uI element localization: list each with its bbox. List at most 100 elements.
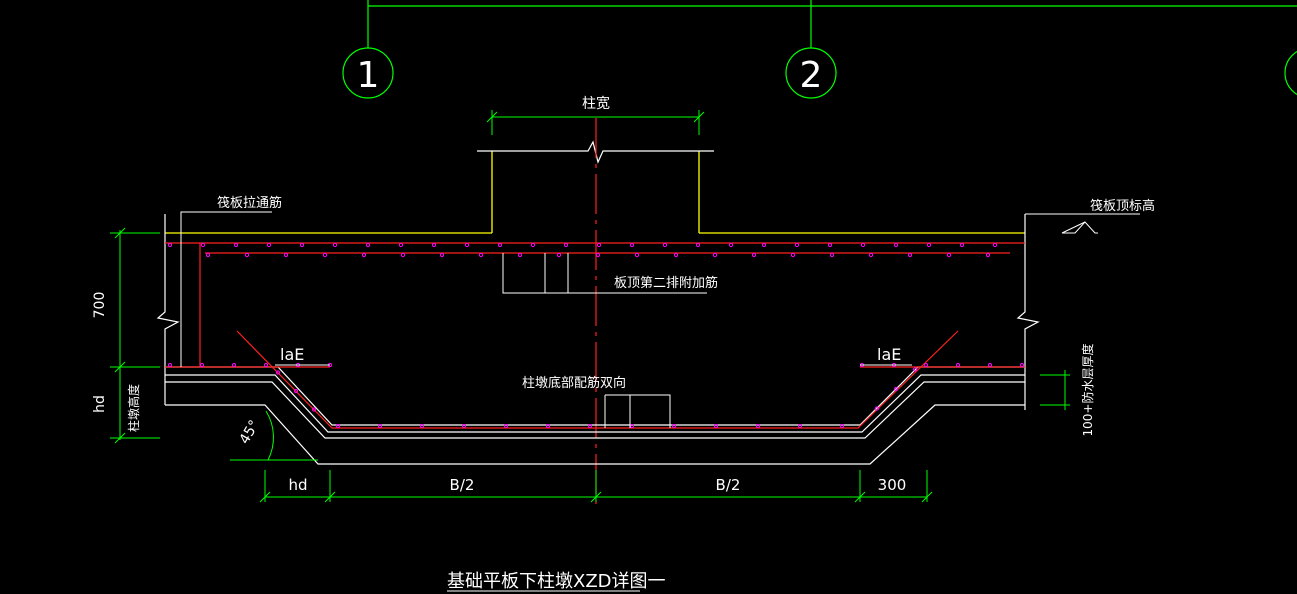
bottom-hd-label: hd: [288, 476, 307, 494]
rebar-point: [868, 252, 874, 258]
rebar-point: [761, 242, 767, 248]
rebar-point: [464, 242, 470, 248]
rebar-point: [497, 242, 503, 248]
axis-3-bubble-partial: [1284, 50, 1297, 96]
rebar-point: [503, 423, 509, 429]
rebar-point: [431, 242, 437, 248]
rebar-point: [244, 252, 250, 258]
rebar-point: [712, 252, 718, 258]
pier-bottom-rebar: [236, 330, 959, 429]
axis-1-bubble: [342, 47, 394, 99]
rebar-point: [751, 252, 757, 258]
rebar-point: [167, 362, 173, 368]
rebar-point-markers: [167, 242, 1025, 429]
rebar-point: [231, 362, 237, 368]
rebar-point: [912, 367, 918, 372]
rebar-point: [596, 242, 602, 248]
raft-through-rebar-label: 筏板拉通筋: [217, 195, 282, 211]
rebar-point: [794, 242, 800, 248]
rebar-point: [263, 362, 269, 368]
rebar-point: [926, 242, 932, 248]
lae-left-label: laE: [280, 345, 304, 364]
half-b-left-label: B/2: [450, 476, 475, 494]
rebar-point: [755, 423, 761, 429]
rebar-point: [893, 242, 899, 248]
column-outline: [165, 151, 1025, 234]
rebar-point: [946, 252, 952, 258]
rebar-point: [955, 362, 961, 368]
rebar-point: [797, 423, 803, 429]
rebar-point: [907, 252, 913, 258]
rebar-point: [335, 423, 341, 429]
rebar-point: [400, 252, 406, 258]
rebar-point: [199, 362, 205, 368]
rebar-point: [545, 423, 551, 429]
rebar-point: [662, 242, 668, 248]
rebar-point: [461, 423, 467, 429]
pier-bottom-rebar-label: 柱墩底部配筋双向: [522, 375, 626, 391]
rebar-point: [985, 252, 991, 258]
rebar-point: [839, 423, 845, 429]
lae-right-label: laE: [877, 345, 901, 364]
rebar-point: [322, 252, 328, 258]
rebar-point: [992, 242, 998, 248]
rebar-point: [673, 252, 679, 258]
raft-top-elevation-label: 筏板顶标高: [1090, 198, 1155, 214]
rebar-point: [1019, 362, 1025, 368]
drawing-title: 基础平板下柱墩XZD详图一: [447, 571, 666, 592]
rebar-point: [629, 423, 635, 429]
column-width-dimension: [486, 110, 705, 135]
raft-slab-outline: [156, 214, 1040, 465]
rebar-point: [827, 242, 833, 248]
axis-2-label: 2: [800, 55, 823, 96]
offset-300-label: 300: [878, 476, 907, 494]
rebar-point: [311, 407, 317, 412]
rebar-point: [987, 362, 993, 368]
rebar-point: [332, 242, 338, 248]
rebar-point: [671, 423, 677, 429]
dimension-lines: [110, 227, 1070, 503]
rebar-point: [893, 386, 899, 392]
rebar-point: [478, 252, 484, 258]
rebar-point: [398, 242, 404, 248]
top-second-row-rebar-label: 板顶第二排附加筋: [614, 275, 718, 291]
leader-lines: [180, 211, 1140, 428]
rebar-point: [874, 406, 880, 411]
slab-thickness-label: 700: [92, 292, 108, 319]
rebar-point: [293, 388, 299, 394]
rebar-point: [419, 423, 425, 429]
rebar-point: [713, 423, 719, 429]
rebar-point: [167, 242, 173, 248]
rebar-point: [728, 242, 734, 248]
rebar-point: [275, 370, 281, 375]
rebar-point: [923, 362, 929, 368]
axis-grid: [342, 0, 1297, 99]
rebar-lines: [165, 242, 1025, 429]
rebar-point: [556, 252, 562, 258]
rebar-point: [205, 252, 211, 258]
waterproof-thickness-label: 100+防水层厚度: [1080, 344, 1095, 437]
angle-label: 45°: [237, 417, 263, 447]
axis-1-label: 1: [357, 55, 380, 96]
rebar-point: [200, 242, 206, 248]
rebar-point: [361, 252, 367, 258]
rebar-point: [377, 423, 383, 429]
rebar-point: [959, 242, 965, 248]
rebar-point: [233, 242, 239, 248]
rebar-point: [634, 252, 640, 258]
pier-hd-label: hd: [92, 395, 108, 413]
rebar-point: [530, 242, 536, 248]
rebar-point: [629, 242, 635, 248]
pier-height-label: 柱墩高度: [126, 384, 141, 432]
rebar-point: [695, 242, 701, 248]
rebar-point: [283, 252, 289, 258]
column-width-label: 柱宽: [582, 95, 610, 112]
rebar-point: [365, 242, 371, 248]
rebar-point: [587, 423, 593, 429]
rebar-point: [439, 252, 445, 258]
rebar-point: [299, 242, 305, 248]
rebar-point: [517, 252, 523, 258]
rebar-point: [595, 252, 601, 258]
half-b-right-label: B/2: [716, 476, 741, 494]
